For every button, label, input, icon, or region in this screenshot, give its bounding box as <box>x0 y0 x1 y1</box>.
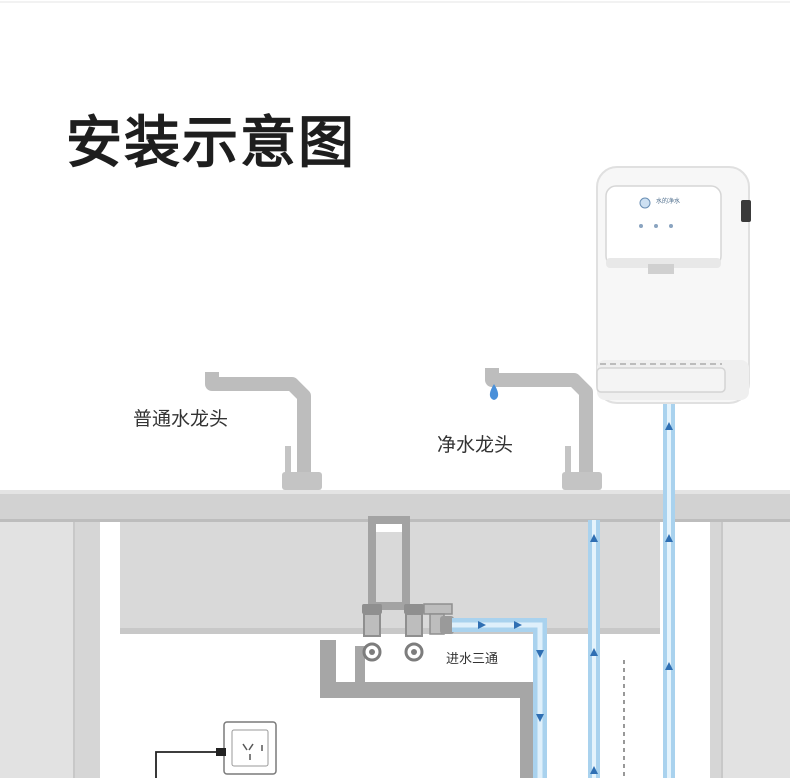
angle-valve-right <box>404 604 424 662</box>
power-socket <box>223 721 277 775</box>
flow-arrow-up-4 <box>665 422 673 430</box>
power-plug <box>216 748 226 756</box>
flow-arrow-right-1 <box>478 621 486 629</box>
flow-arrow-up-3 <box>590 766 598 774</box>
angle-valve-left <box>362 604 382 662</box>
cabinet-right-panel <box>710 522 722 778</box>
ordinary-faucet-label: 普通水龙头 <box>133 408 229 430</box>
water-pipes <box>452 400 675 778</box>
inlet-tee-label: 进水三通 <box>446 652 499 667</box>
cabinet-left-panel <box>74 522 100 778</box>
ordinary-faucet <box>205 372 322 490</box>
water-drop-icon <box>489 384 499 400</box>
flow-arrow-right-2 <box>514 621 522 629</box>
flow-arrow-up-5 <box>665 534 673 542</box>
sink-basin-bottom <box>120 628 660 634</box>
inlet-tee-fitting <box>423 603 454 635</box>
power-cable <box>155 751 220 778</box>
flow-arrow-up-2 <box>590 648 598 656</box>
device-brand-text: 水的净水 <box>656 198 681 205</box>
flow-arrow-down-2 <box>536 714 544 722</box>
countertop-highlight <box>0 490 790 494</box>
page-title: 安装示意图 <box>66 111 356 176</box>
flow-arrow-up-1 <box>590 534 598 542</box>
water-dispenser <box>596 166 751 404</box>
flow-arrow-up-6 <box>665 662 673 670</box>
sink-basin <box>120 520 660 632</box>
flow-arrow-down-1 <box>536 650 544 658</box>
drain-pipe <box>320 640 536 778</box>
purified-faucet <box>485 368 602 490</box>
drain-upper-loop <box>368 516 410 610</box>
purified-faucet-label: 净水龙头 <box>437 434 514 456</box>
flow-arrows <box>478 422 673 774</box>
